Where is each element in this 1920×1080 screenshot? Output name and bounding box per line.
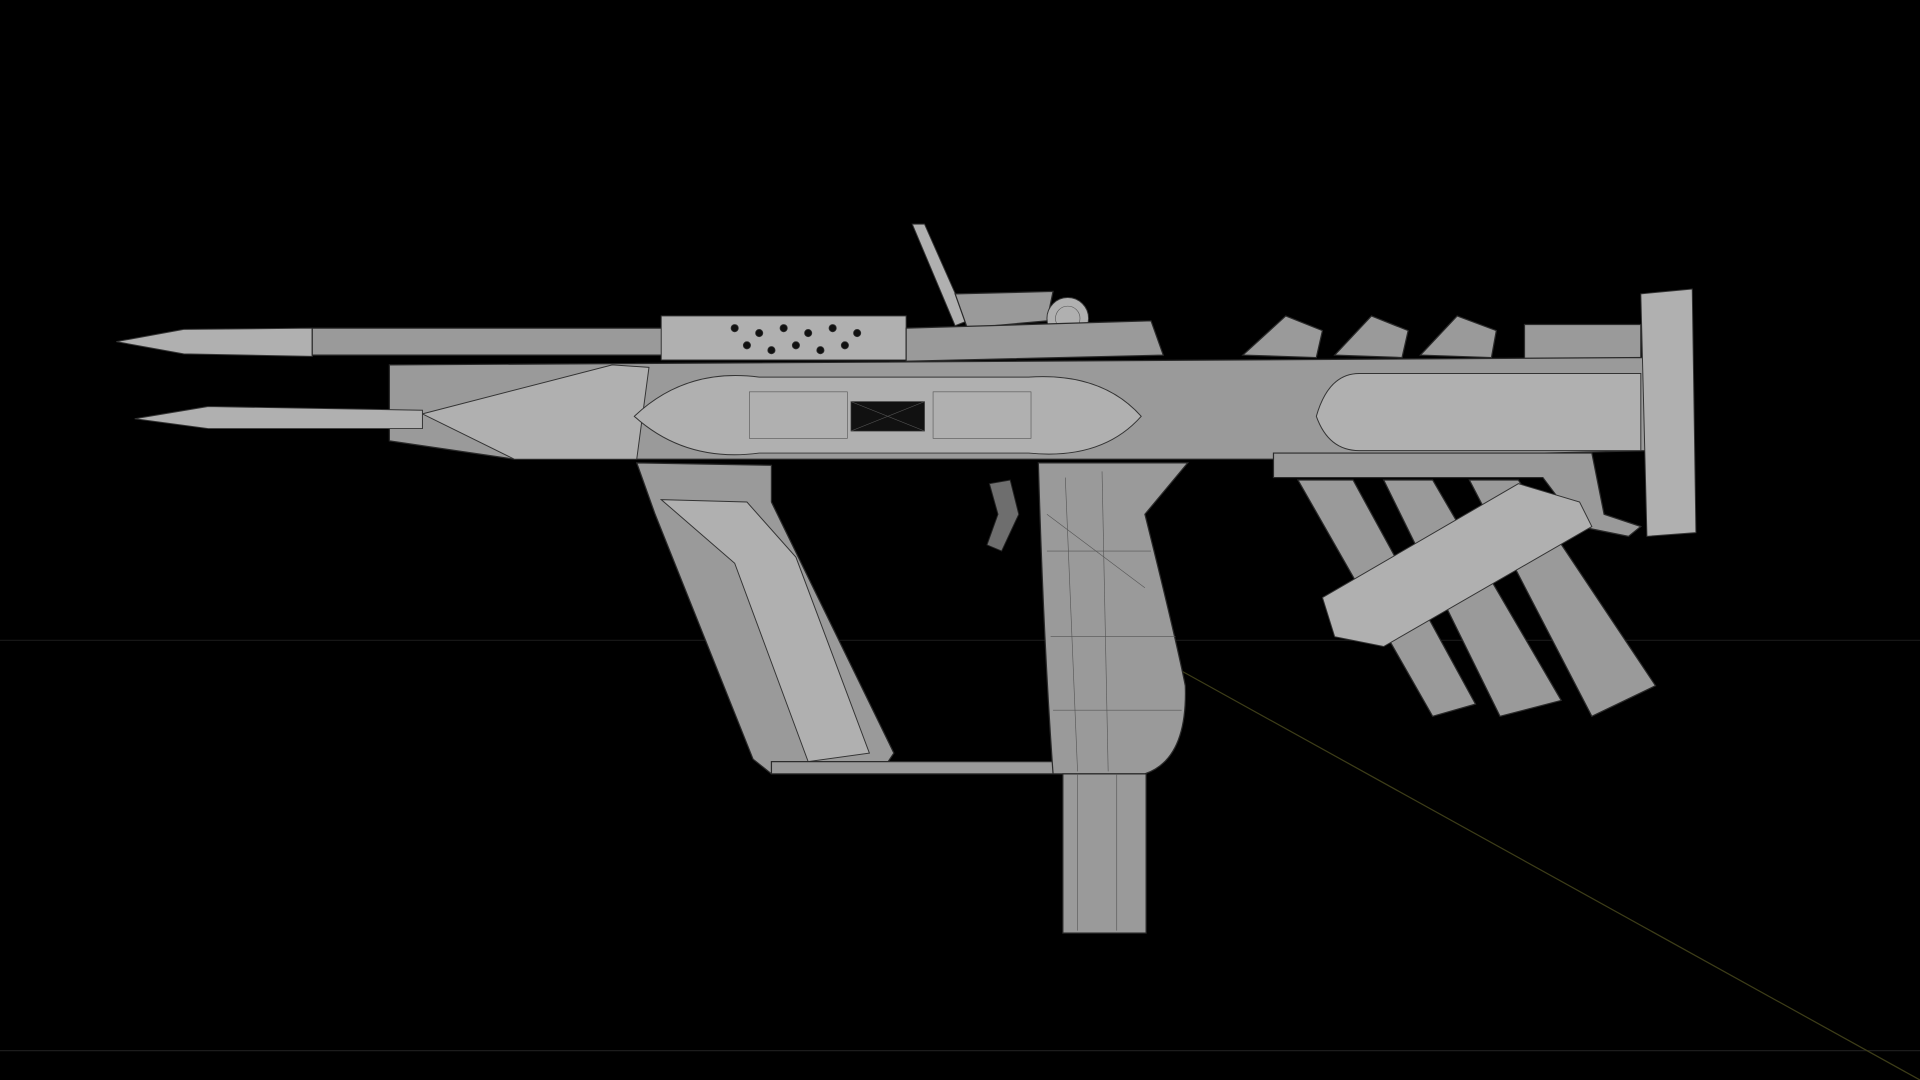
trigger-guard bbox=[770, 761, 1060, 775]
grip-magazine bbox=[1062, 773, 1147, 934]
grip-wire bbox=[1046, 471, 1182, 772]
pistol-grip bbox=[1037, 462, 1190, 775]
barrel-shroud bbox=[660, 315, 907, 361]
trigger bbox=[986, 479, 1020, 552]
stock-brace bbox=[1321, 483, 1593, 648]
upper-spike bbox=[116, 327, 313, 357]
stock-arm bbox=[1272, 452, 1643, 537]
top-tooth-1 bbox=[1241, 315, 1324, 359]
sight-base bbox=[954, 290, 1054, 329]
rear-block bbox=[1523, 323, 1642, 360]
axis-line bbox=[1181, 670, 1920, 1080]
shroud-holes bbox=[730, 324, 862, 355]
top-tooth-3 bbox=[1419, 315, 1498, 359]
gun-model bbox=[116, 223, 1697, 934]
top-rail bbox=[905, 320, 1165, 362]
foregrip-face bbox=[659, 499, 871, 763]
top-tooth-2 bbox=[1333, 315, 1409, 359]
upper-barrel bbox=[311, 327, 668, 356]
rear-sight bbox=[911, 223, 969, 327]
lower-spike bbox=[134, 406, 423, 430]
stock-plate bbox=[1640, 288, 1697, 537]
rear-tube bbox=[1315, 372, 1642, 452]
